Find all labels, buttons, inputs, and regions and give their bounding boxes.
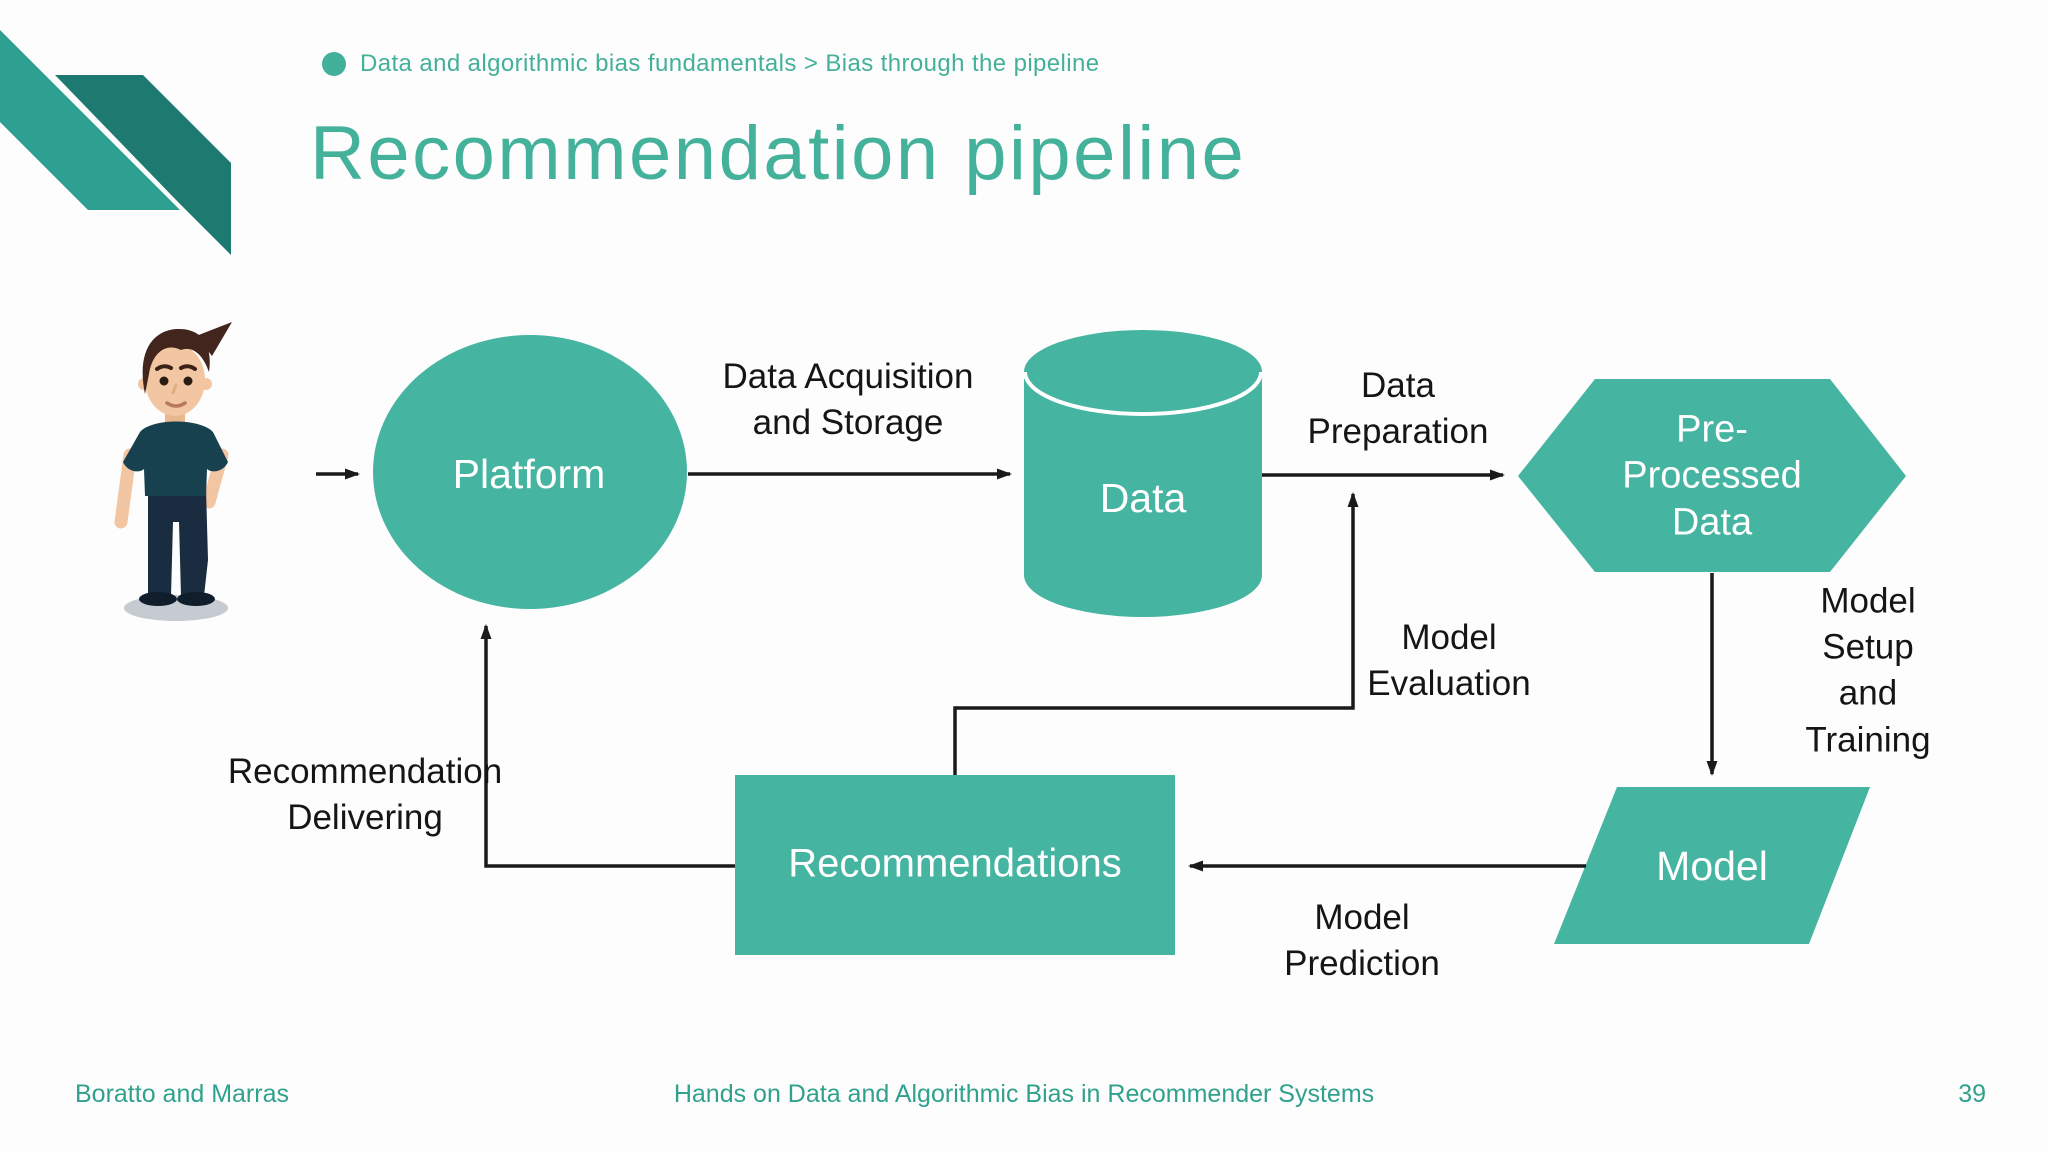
- footer-deck-title: Hands on Data and Algorithmic Bias in Re…: [673, 1080, 1375, 1108]
- edge-model-evaluation-arrow: [953, 492, 1359, 775]
- recommendations-node-label: Recommendations: [788, 841, 1122, 886]
- recommendations-rect-shape: [735, 775, 1175, 955]
- model-parallelogram-shape: [1554, 787, 1870, 944]
- edge-label-data-acquisition: Data Acquisition and Storage: [722, 356, 974, 442]
- person-icon: [114, 322, 232, 621]
- edge-recommendation-delivering-arrow: [480, 624, 735, 868]
- platform-node-label: Platform: [452, 450, 606, 497]
- breadcrumb-bullet-icon: [322, 52, 346, 76]
- edge-label-data-preparation: Data Preparation: [1307, 365, 1489, 451]
- breadcrumb-text: Data and algorithmic bias fundamentals >…: [360, 50, 1100, 77]
- footer-page-number: 39: [1958, 1080, 1986, 1108]
- preprocessed-node-label: Pre- Processed Data: [1622, 408, 1802, 544]
- corner-ribbon-dark-icon: [55, 75, 231, 255]
- platform-node-shape: [373, 335, 687, 609]
- data-cylinder-shape: [1023, 330, 1263, 617]
- corner-ribbon-decoration: [0, 30, 231, 255]
- corner-ribbon-light-icon: [0, 30, 180, 210]
- edge-label-model-prediction: Model Prediction: [1284, 897, 1440, 983]
- model-node-label: Model: [1656, 842, 1768, 889]
- edge-label-recommendation-delivering: Recommendation Delivering: [227, 751, 503, 837]
- preprocessed-hexagon-shape: [1518, 379, 1906, 572]
- breadcrumb: Data and algorithmic bias fundamentals >…: [322, 50, 1100, 78]
- footer-authors: Boratto and Marras: [75, 1080, 289, 1108]
- page-title: Recommendation pipeline: [310, 111, 1247, 196]
- edge-label-model-evaluation: Model Evaluation: [1367, 617, 1531, 703]
- data-node-label: Data: [1099, 474, 1187, 521]
- edge-label-model-setup: Model Setup and Training: [1805, 581, 1931, 760]
